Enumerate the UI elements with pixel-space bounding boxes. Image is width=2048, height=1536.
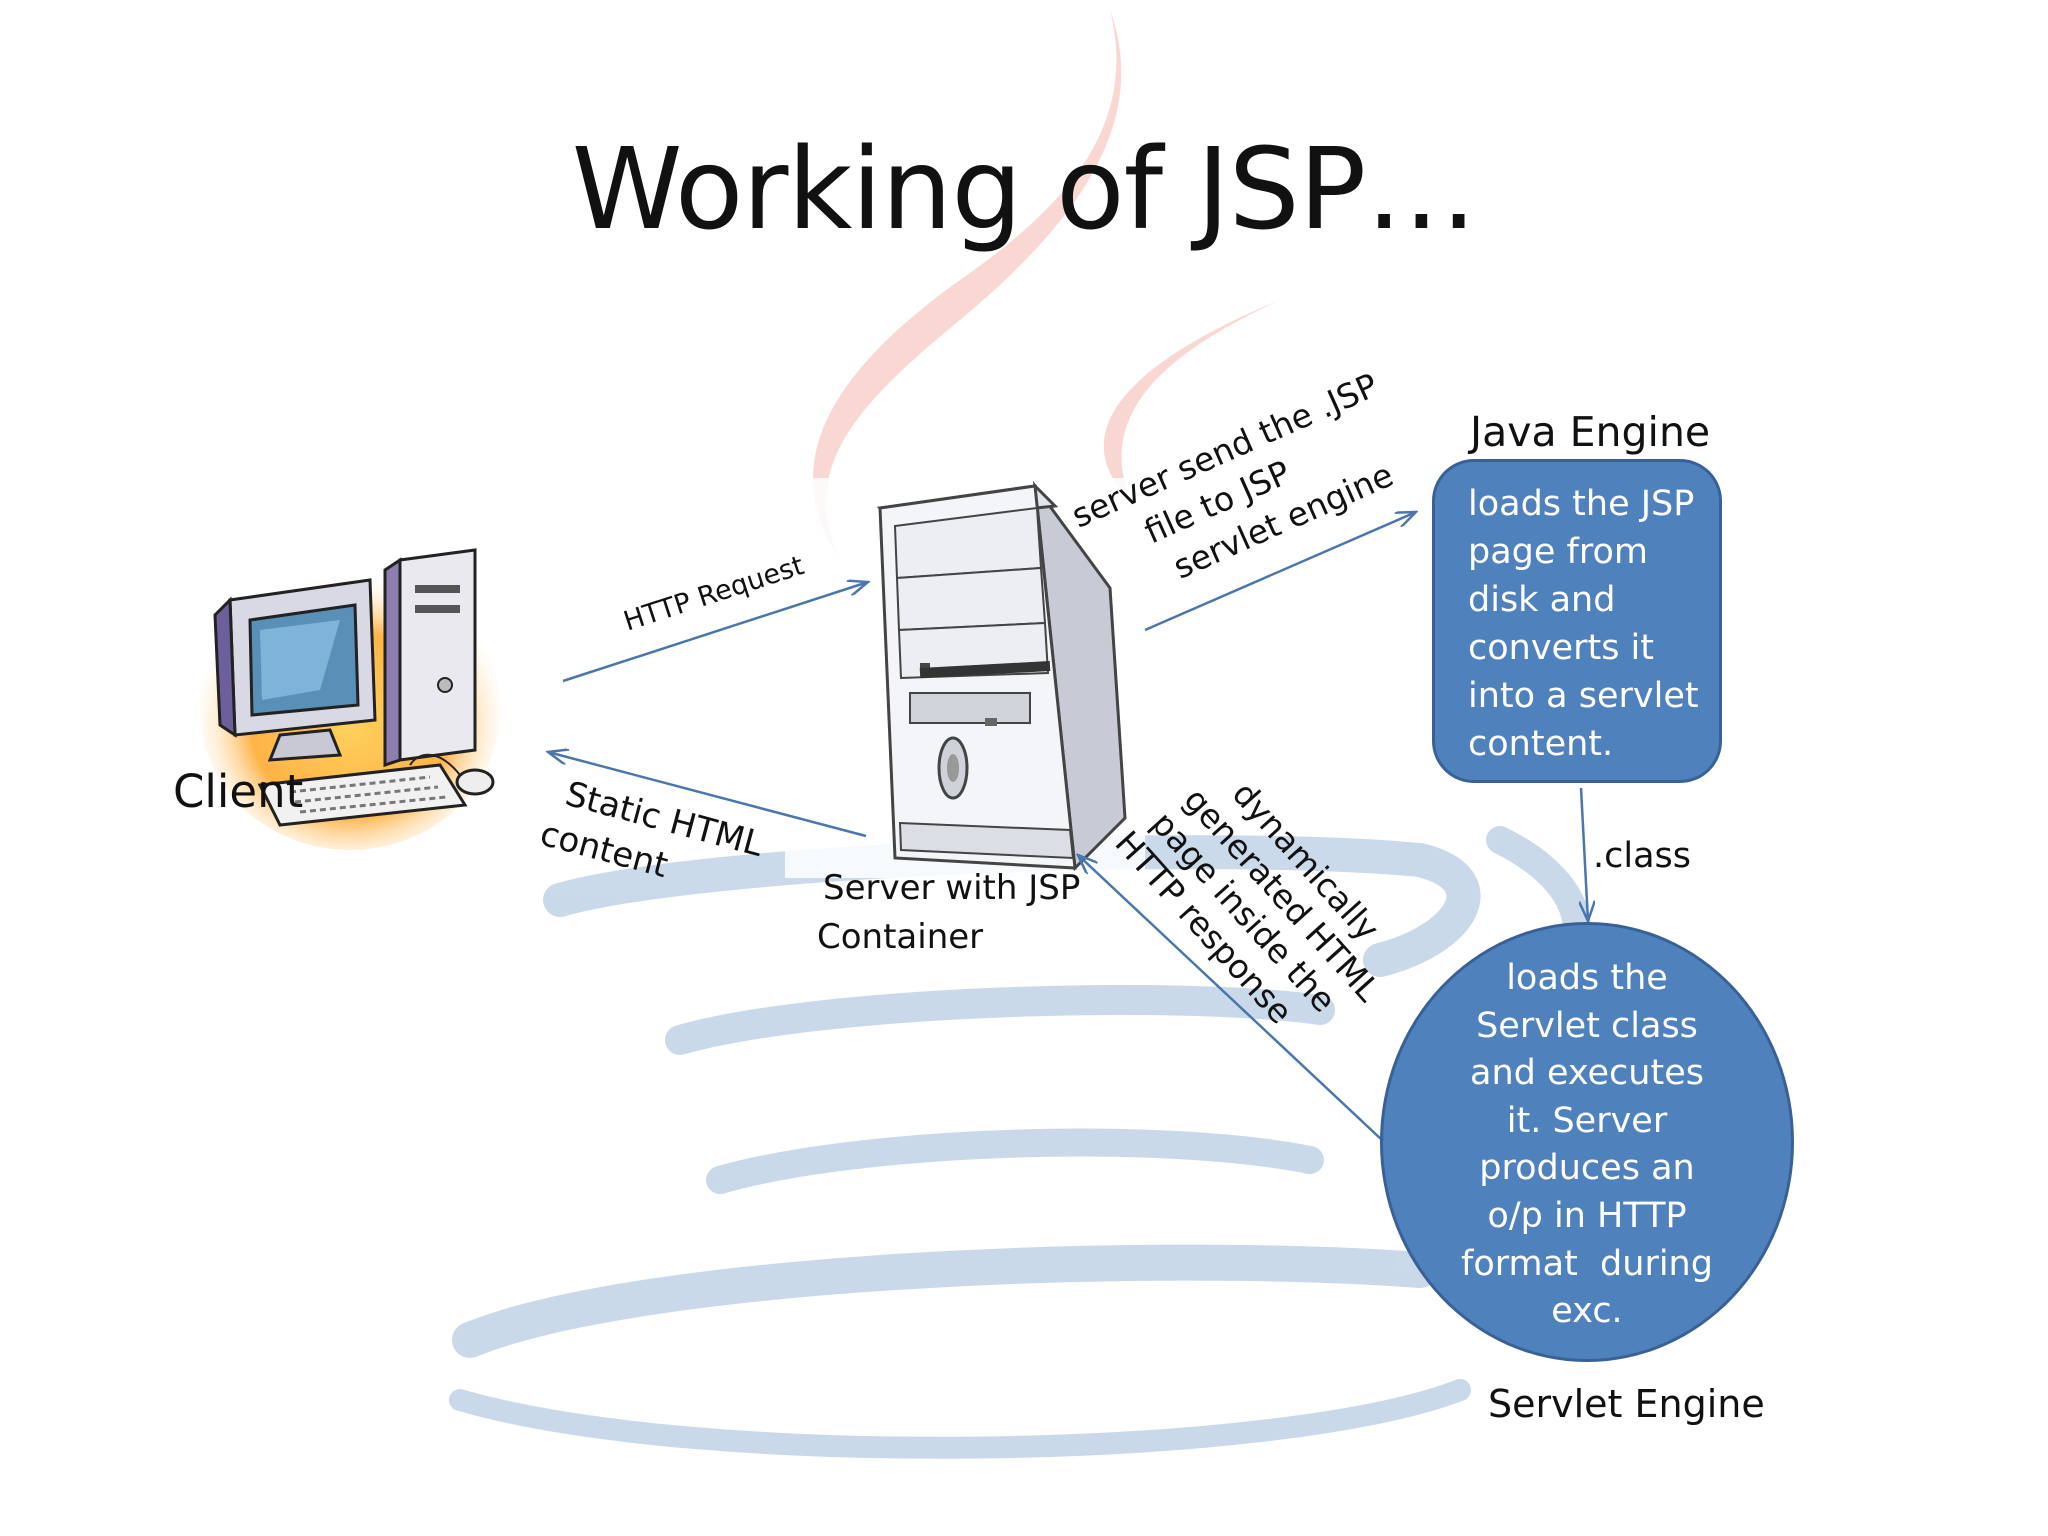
- java-engine-heading: Java Engine: [1470, 408, 1711, 456]
- servlet-engine-circle: [1380, 922, 1794, 1362]
- send-jsp-arrow: [1144, 512, 1416, 632]
- dynamic-html-arrow: [1078, 855, 1383, 1141]
- servlet-engine-line-5: produces an: [1479, 1148, 1695, 1189]
- java-engine-line-4: converts it: [1468, 628, 1655, 668]
- server-tower-icon: [785, 478, 1145, 878]
- class-arrow: [1581, 787, 1588, 921]
- java-engine-line-2: page from: [1468, 532, 1648, 572]
- servlet-engine-text: loads the Servlet class and executes it.…: [1380, 955, 1794, 1336]
- client-label: Client: [173, 765, 304, 818]
- client-computer-icon: [200, 548, 500, 850]
- servlet-engine-line-7: format during: [1461, 1243, 1713, 1284]
- servlet-engine-line-1: loads the: [1506, 958, 1668, 998]
- http-request-arrow: [562, 582, 868, 683]
- servlet-engine-line-3: and executes: [1470, 1053, 1704, 1094]
- servlet-engine-line-6: o/p in HTTP: [1487, 1195, 1687, 1236]
- java-engine-line-5: into a servlet: [1468, 676, 1699, 716]
- java-engine-line-1: loads the JSP: [1468, 484, 1695, 524]
- servlet-engine-line-4: it. Server: [1506, 1100, 1668, 1141]
- static-html-arrow: [548, 752, 867, 838]
- java-engine-box: [1432, 459, 1722, 783]
- java-engine-line-6: content.: [1468, 724, 1614, 764]
- servlet-engine-line-2: Servlet class: [1476, 1005, 1698, 1046]
- servlet-engine-caption: Servlet Engine: [1488, 1382, 1765, 1426]
- server-label-line-1: Server with JSP: [823, 868, 1081, 908]
- java-engine-line-3: disk and: [1468, 580, 1616, 620]
- servlet-engine-line-8: exc.: [1551, 1291, 1623, 1332]
- slide-title: Working of JSP…: [571, 125, 1478, 255]
- class-label: .class: [1593, 836, 1692, 876]
- server-label: Server with JSP Container: [817, 864, 1081, 962]
- server-label-line-2: Container: [817, 917, 984, 957]
- java-engine-text: loads the JSP page from disk and convert…: [1468, 480, 1699, 768]
